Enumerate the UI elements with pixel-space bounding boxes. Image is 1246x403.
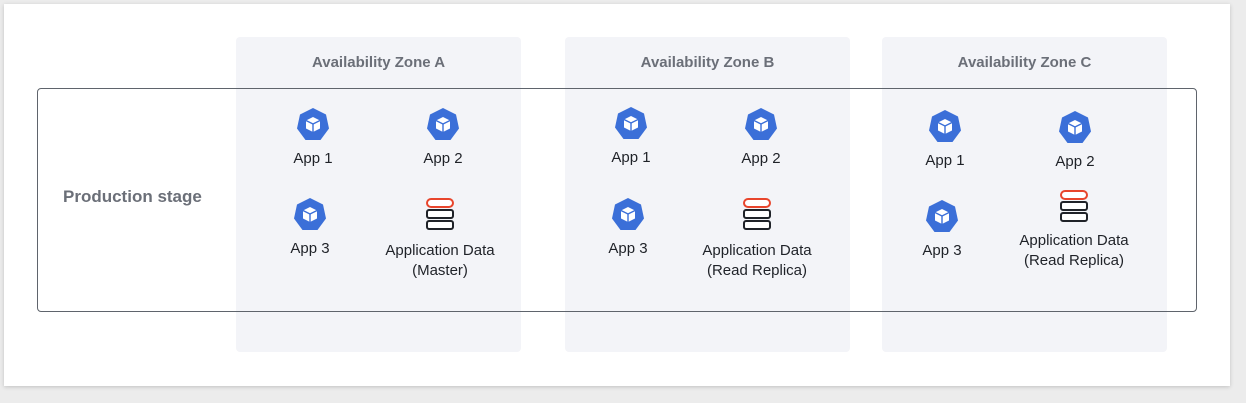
kubernetes-pod-icon [294, 198, 326, 230]
zone-a-title: Availability Zone A [311, 54, 446, 71]
database-icon [743, 198, 771, 230]
kubernetes-pod-icon [926, 200, 958, 232]
production-stage-label: Production stage [63, 187, 202, 206]
zone-a-application-data: Application Data (Master) [360, 197, 520, 281]
zone-a: Availability Zone A [236, 37, 521, 352]
zone-a-app-2: App 2 [363, 107, 523, 169]
app-label: App 2 [1055, 153, 1095, 170]
app-label: App 3 [290, 240, 330, 257]
application-data-label: Application Data [385, 242, 495, 259]
zone-a-app-1: App 1 [233, 107, 393, 169]
application-data-label: Application Data [1019, 232, 1129, 249]
zone-c-app-1: App 1 [865, 109, 1025, 171]
app-label: App 3 [608, 240, 648, 257]
database-icon [1060, 190, 1088, 222]
zone-c-app-3: App 3 [862, 199, 1022, 261]
app-label: App 1 [293, 150, 333, 167]
app-label: App 1 [611, 149, 651, 166]
zone-b: Availability Zone B [565, 37, 850, 352]
zone-b-application-data: Application Data (Read Replica) [677, 197, 837, 281]
zone-c-application-data: Application Data (Read Replica) [994, 189, 1154, 271]
kubernetes-pod-icon [745, 108, 777, 140]
zone-b-app-1: App 1 [551, 106, 711, 168]
application-data-role: (Read Replica) [706, 262, 808, 279]
kubernetes-pod-icon [612, 198, 644, 230]
zone-b-app-3: App 3 [548, 197, 708, 259]
application-data-role: (Master) [412, 262, 468, 279]
zone-c-title: Availability Zone C [957, 54, 1092, 71]
zone-b-app-2: App 2 [681, 107, 841, 169]
zone-b-title: Availability Zone B [640, 54, 775, 71]
app-label: App 3 [922, 242, 962, 259]
kubernetes-pod-icon [427, 108, 459, 140]
zone-c: Availability Zone C [882, 37, 1167, 352]
application-data-label: Application Data [702, 242, 812, 259]
zone-c-app-2: App 2 [995, 110, 1155, 172]
kubernetes-pod-icon [1059, 111, 1091, 143]
zone-a-app-3: App 3 [230, 197, 390, 259]
kubernetes-pod-icon [615, 107, 647, 139]
application-data-role: (Read Replica) [1023, 252, 1125, 269]
database-icon [426, 198, 454, 230]
app-label: App 2 [423, 150, 463, 167]
app-label: App 1 [925, 152, 965, 169]
production-stage-box [37, 88, 1197, 312]
app-label: App 2 [741, 150, 781, 167]
kubernetes-pod-icon [297, 108, 329, 140]
kubernetes-pod-icon [929, 110, 961, 142]
